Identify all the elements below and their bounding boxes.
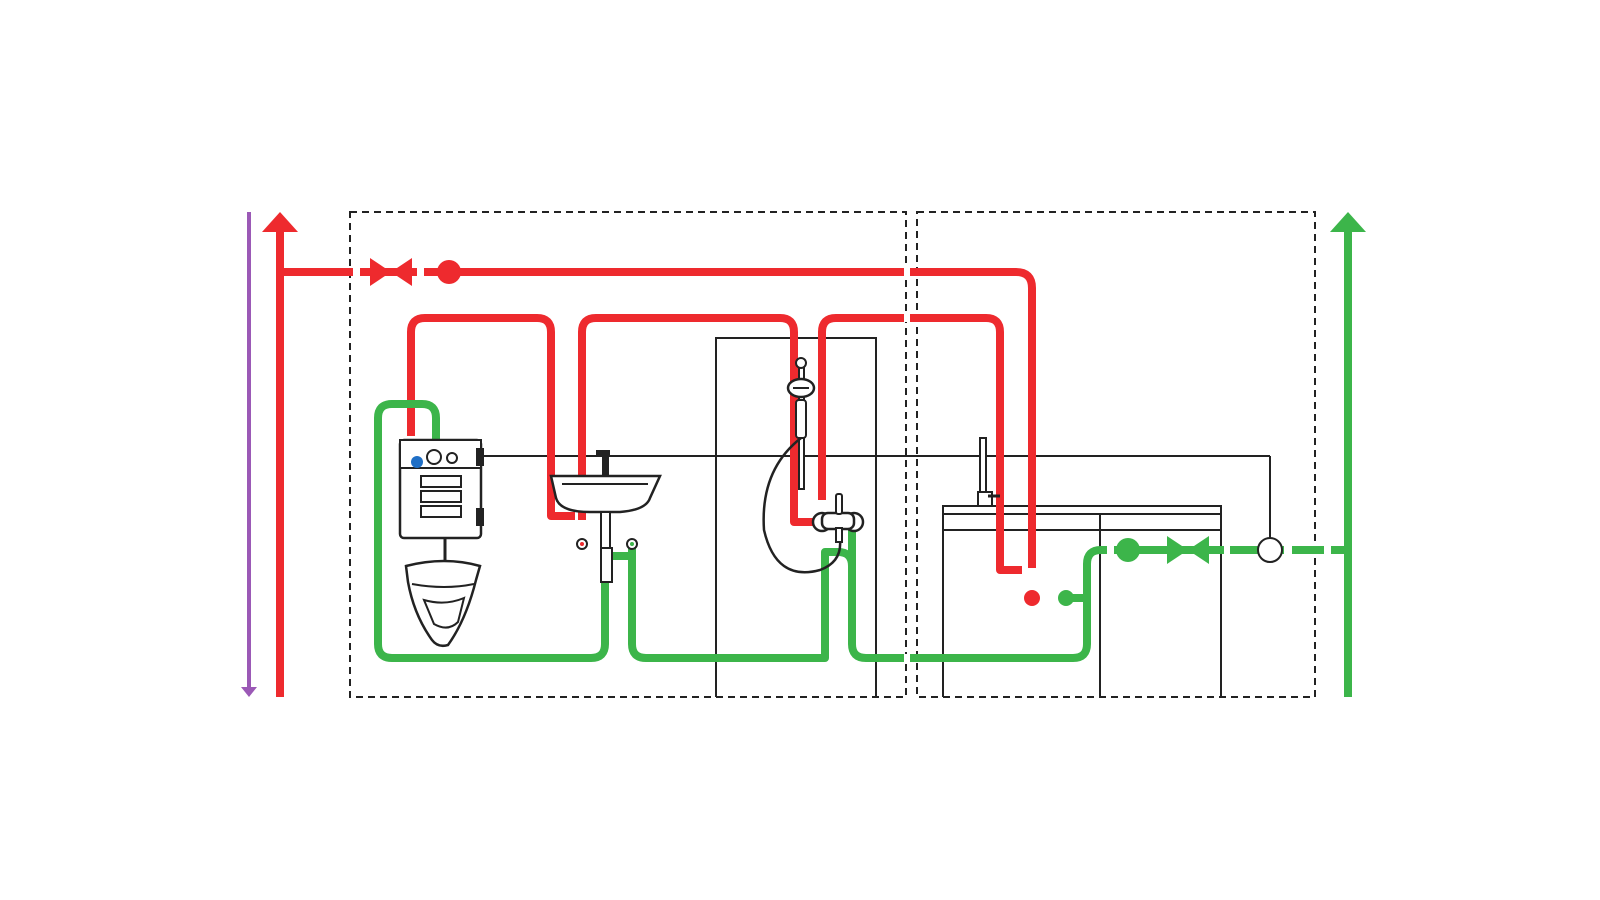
arrow-up-icon [262,212,298,232]
shower-hose [762,437,842,574]
cold-water-network [374,212,1366,697]
arrow-down-icon [241,687,257,697]
cold-shutoff-valve [1167,536,1209,564]
hot-shutoff-valve [370,258,412,286]
hot-loop-shower-kitchen [818,314,1022,574]
water-meter [1257,537,1283,563]
shower [762,357,865,574]
wc-cistern [398,438,484,562]
kitchen-cold-outlet [1058,590,1074,606]
hot-supply-main [280,268,1036,568]
cold-loop-basin-wc [374,400,609,662]
cold-supply-main [840,518,1348,662]
hot-loop-wc-basin [407,314,575,520]
bathroom-zone [349,211,907,698]
hot-circulation-point [437,260,461,284]
shower-mixer [811,493,865,543]
kitchen-sink [977,437,1000,507]
cistern-button-icon [426,449,442,465]
kitchen-hot-outlet [1024,590,1040,606]
drain-riser [241,212,257,697]
valve-icon [370,258,391,286]
shower-head-icon [786,377,816,399]
cold-loop-shower [612,548,856,662]
faucet-icon [596,450,610,476]
cistern-blue-fitting [411,456,423,468]
kitchen-zone [916,211,1316,698]
washbasin [549,450,662,583]
cold-meter-point [1116,538,1140,562]
wc-bowl [404,559,482,648]
hot-water-network [262,212,1040,697]
hot-loop-basin-shower [578,314,822,526]
valve-icon [1167,536,1188,564]
faucet-icon [977,437,1000,507]
kitchen-cabinet [942,505,1222,697]
arrow-up-icon [1330,212,1366,232]
